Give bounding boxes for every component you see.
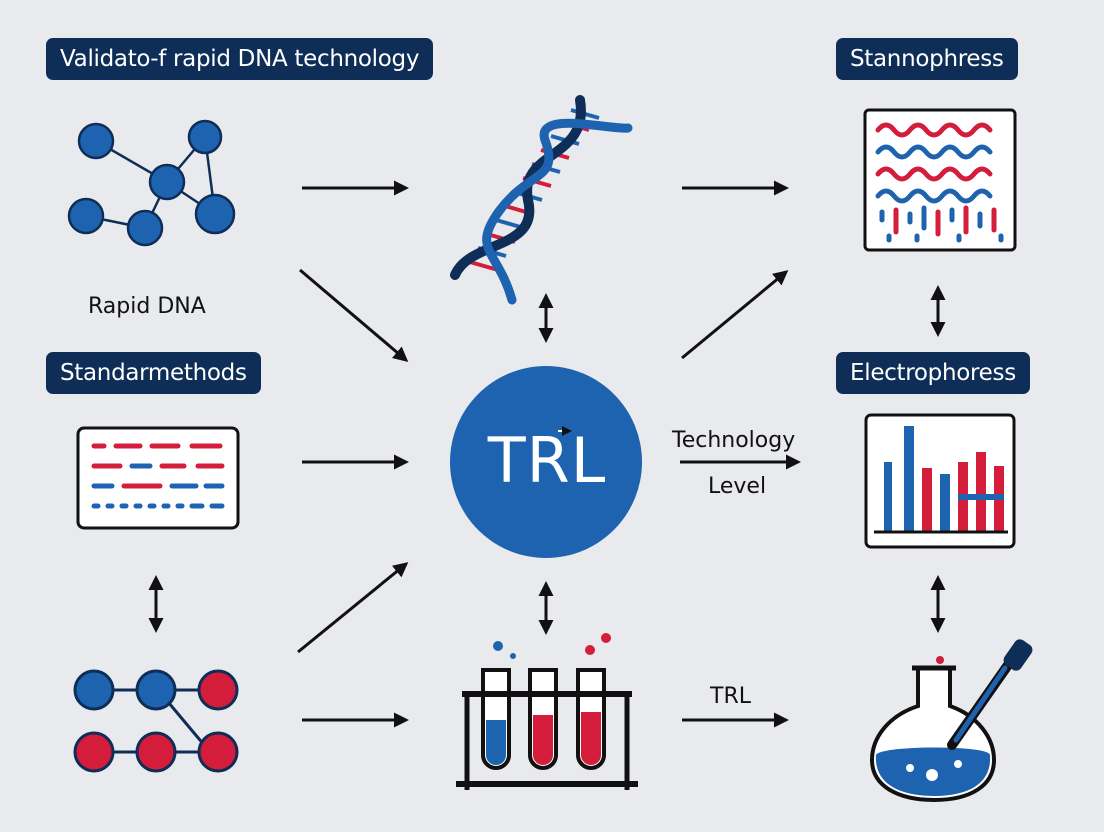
arrow-network-to-trl xyxy=(299,268,409,362)
trl-bottom-label: TRL xyxy=(710,684,751,709)
gel-pattern-icon xyxy=(863,108,1017,252)
electrophoress-pill: Electrophoress xyxy=(836,352,1030,394)
level-label: Level xyxy=(708,474,767,499)
molecule-network-icon xyxy=(67,119,236,247)
test-tube-rack-icon xyxy=(456,633,638,790)
rapid-dna-label: Rapid DNA xyxy=(88,294,206,319)
arrow-trl-to-gel xyxy=(681,270,789,360)
molecule-chain-icon xyxy=(73,669,239,773)
trl-center-label: TRL xyxy=(487,424,607,497)
title-validation-pill: Validato‑f rapid DNA technology xyxy=(46,38,434,80)
standard-methods-pill: Standarmethods xyxy=(46,352,261,394)
dna-helix-icon xyxy=(450,95,633,305)
bar-chart-icon xyxy=(864,413,1016,549)
stannophress-pill: Stannophress xyxy=(836,38,1018,80)
arrow-chain-to-trl xyxy=(297,562,409,654)
flask-pipette-icon xyxy=(869,639,1033,803)
technology-label: Technology xyxy=(672,428,796,453)
gel-bands-icon xyxy=(76,426,240,530)
trl-circle xyxy=(450,366,642,558)
